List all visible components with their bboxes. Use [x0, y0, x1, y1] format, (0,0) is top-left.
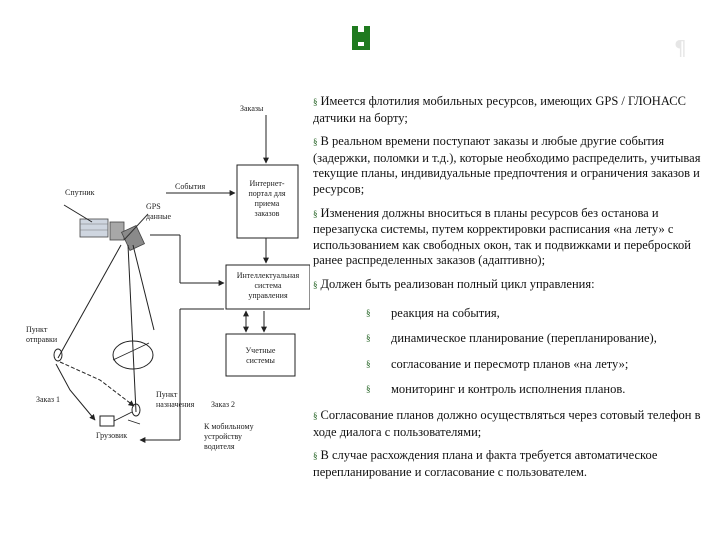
sub-bullet-marker: § — [366, 307, 371, 318]
label-events: События — [175, 182, 206, 191]
green-emblem-icon — [352, 26, 370, 50]
label-order2: Заказ 2 — [211, 400, 236, 409]
bullet-marker: § — [313, 137, 318, 148]
label-satellite: Спутник — [65, 188, 95, 197]
logistics-diagram — [53, 115, 310, 443]
bullet-item: §Имеется флотилия мобильных ресурсов, им… — [313, 94, 708, 126]
sub-bullet-item: § динамическое планирование (перепланиров… — [313, 331, 708, 347]
bullet-marker: § — [313, 451, 318, 462]
bullet-marker: § — [313, 208, 318, 219]
label-internet-portal: Интернет- портал для приема заказов — [248, 179, 286, 218]
bullet-item: §Изменения должны вноситься в планы ресу… — [313, 206, 708, 269]
signal-line-2 — [127, 244, 137, 413]
bullet-text: Должен быть реализован полный цикл управ… — [320, 276, 595, 291]
departure-node — [53, 348, 63, 362]
internet-portal-box — [236, 164, 299, 239]
signal-line-1 — [57, 244, 122, 359]
route-order1-dashed — [59, 361, 135, 407]
label-intelligent-system: Интеллектуальная система управления — [236, 271, 300, 300]
bullet-text: В случае расхождения плана и факта требу… — [313, 448, 658, 479]
service-area-ellipse — [112, 340, 154, 370]
bullet-text: Согласование планов должно осуществлятьс… — [313, 407, 701, 439]
intelligent-system-box — [225, 264, 310, 310]
label-gps-data: GPS данные — [146, 202, 172, 221]
sub-bullet-item: § мониторинг и контроль исполнения планов… — [313, 382, 708, 398]
bullet-item: §В случае расхождения плана и факта треб… — [313, 448, 708, 480]
bullet-marker: § — [313, 97, 318, 107]
sub-bullet-text: согласование и пересмотр планов «на лету… — [391, 356, 629, 371]
bullet-marker: § — [313, 410, 318, 421]
sub-bullet-item: § согласование и пересмотр планов «на лет… — [313, 357, 708, 373]
sub-bullet-marker: § — [366, 384, 371, 395]
label-order1: Заказ 1 — [36, 395, 61, 404]
sub-bullet-text: мониторинг и контроль исполнения планов. — [391, 382, 626, 397]
bullet-text: В реальном времени поступают заказы и лю… — [313, 134, 701, 196]
destination-node — [131, 403, 141, 417]
satellite-pointer-line — [63, 204, 93, 223]
bullet-item: §Должен быть реализован полный цикл упра… — [313, 277, 708, 294]
label-destination-point: Пункт назначения — [156, 390, 195, 409]
accounting-systems-box — [225, 333, 296, 377]
label-departure-point: Пункт отправки — [26, 325, 58, 344]
truck-icon — [99, 411, 133, 427]
satellite-icon — [79, 213, 149, 251]
bullet-list: §Имеется флотилия мобильных ресурсов, им… — [313, 94, 708, 488]
signal-line-3 — [132, 244, 155, 331]
bullet-item: §В реальном времени поступают заказы и л… — [313, 134, 708, 197]
area-line — [112, 342, 150, 361]
label-accounting-systems: Учетные системы — [245, 346, 276, 365]
bullet-item: §Согласование планов должно осуществлять… — [313, 408, 708, 440]
sub-bullet-marker: § — [366, 358, 371, 369]
sub-bullet-text: динамическое планирование (перепланирова… — [391, 331, 657, 346]
bullet-text: Изменения должны вноситься в планы ресур… — [313, 205, 691, 268]
sub-bullet-marker: § — [366, 333, 371, 344]
sub-bullet-item: § реакция на события, — [313, 306, 708, 322]
label-orders: Заказы — [240, 104, 264, 113]
bullet-text: Имеется флотилия мобильных ресурсов, име… — [313, 94, 686, 125]
label-driver-device: К мобильному устройству водителя — [204, 422, 254, 451]
corner-watermark-icon: ¶ — [674, 36, 687, 60]
route-order1-solid — [55, 363, 96, 421]
truck-signal-line — [127, 419, 141, 425]
bullet-marker: § — [313, 279, 318, 290]
sub-bullet-text: реакция на события, — [391, 305, 500, 320]
label-truck: Грузовик — [96, 431, 128, 440]
